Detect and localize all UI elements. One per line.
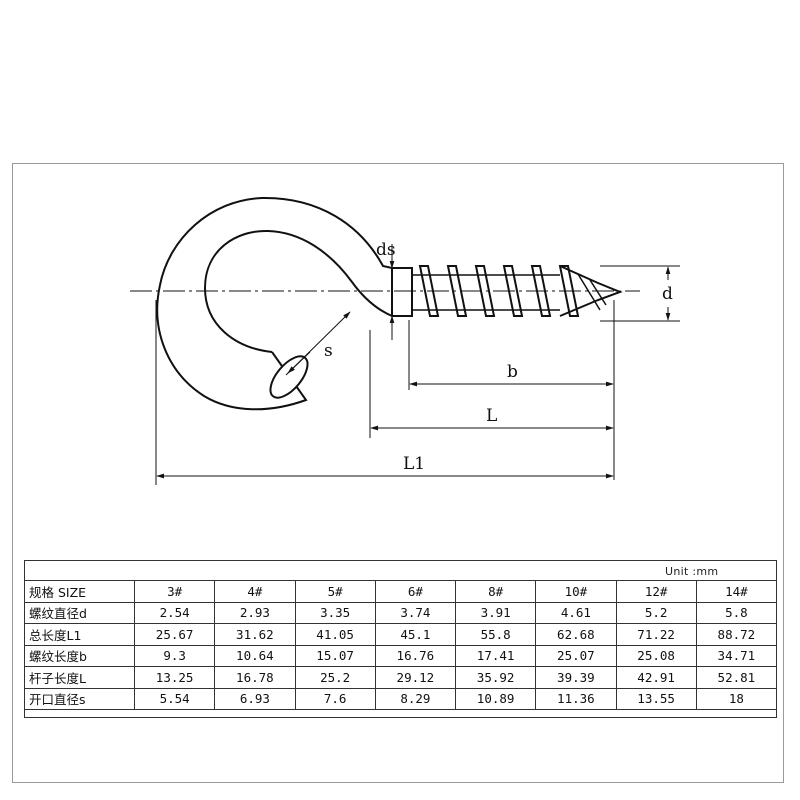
value-cell: 16.78: [214, 666, 296, 689]
value-cell: 55.8: [454, 623, 537, 646]
label-s: s: [324, 341, 333, 361]
value-cell: 10.89: [454, 687, 537, 710]
hook-cut-end: [269, 355, 309, 399]
value-cell: 2.54: [133, 601, 216, 624]
value-cell: 16.76: [374, 644, 457, 667]
value-cell: 71.22: [615, 623, 697, 646]
value-cell: 11.36: [535, 687, 617, 710]
row-label-cell: 开口直径s: [24, 687, 135, 710]
size-cell: 4#: [214, 580, 296, 603]
value-cell: 25.67: [133, 623, 216, 646]
row-label-cell: 螺纹直径d: [24, 601, 135, 624]
value-cell: 5.54: [133, 687, 216, 710]
size-cell: 8#: [454, 580, 537, 603]
label-ds: ds: [376, 240, 396, 260]
value-cell: 13.55: [615, 687, 697, 710]
row-label-cell: 总长度L1: [24, 623, 135, 646]
value-cell: 5.8: [695, 601, 778, 624]
value-cell: 45.1: [374, 623, 457, 646]
value-cell: 17.41: [454, 644, 537, 667]
value-cell: 2.93: [214, 601, 296, 624]
value-cell: 52.81: [695, 666, 778, 689]
value-cell: 39.39: [535, 666, 617, 689]
value-cell: 3.35: [294, 601, 376, 624]
dim-ds: ds: [376, 240, 396, 340]
value-cell: 25.07: [535, 644, 617, 667]
dim-d: d: [600, 265, 680, 322]
row-label-cell: 杆子长度L: [24, 666, 135, 689]
size-cell: 5#: [294, 580, 376, 603]
value-cell: 15.07: [294, 644, 376, 667]
value-cell: 35.92: [454, 666, 537, 689]
unit-label: Unit :mm: [665, 565, 719, 578]
size-header-cell: 规格 SIZE: [24, 580, 135, 603]
dim-L1: L1: [156, 454, 614, 479]
hook-inner-contour: [203, 229, 393, 353]
shank: [391, 267, 413, 317]
label-d: d: [662, 284, 673, 304]
label-L1: L1: [403, 454, 425, 474]
size-cell: 14#: [695, 580, 778, 603]
value-cell: 3.74: [374, 601, 457, 624]
value-cell: 10.64: [214, 644, 296, 667]
value-cell: 41.05: [294, 623, 376, 646]
value-cell: 8.29: [374, 687, 457, 710]
value-cell: 6.93: [214, 687, 296, 710]
value-cell: 29.12: [374, 666, 457, 689]
row-label-cell: 螺纹长度b: [24, 644, 135, 667]
value-cell: 34.71: [695, 644, 778, 667]
value-cell: 3.91: [454, 601, 537, 624]
dim-b: b: [409, 362, 614, 387]
value-cell: 4.61: [535, 601, 617, 624]
value-cell: 62.68: [535, 623, 617, 646]
value-cell: 88.72: [695, 623, 778, 646]
screw-hook-diagram: ds d s b L L1: [130, 196, 680, 485]
dim-L: L: [370, 406, 614, 431]
value-cell: 13.25: [133, 666, 216, 689]
size-cell: 12#: [615, 580, 697, 603]
size-cell: 6#: [374, 580, 457, 603]
value-cell: 18: [695, 687, 778, 710]
size-cell: 3#: [133, 580, 216, 603]
hook-outer-contour: [156, 196, 393, 411]
label-L: L: [486, 406, 497, 426]
drawing-frame: [12, 163, 784, 783]
value-cell: 42.91: [615, 666, 697, 689]
thread: [412, 265, 623, 317]
value-cell: 31.62: [214, 623, 296, 646]
value-cell: 25.08: [615, 644, 697, 667]
label-b: b: [507, 362, 518, 382]
dim-s: s: [285, 311, 351, 376]
value-cell: 9.3: [133, 644, 216, 667]
value-cell: 5.2: [615, 601, 697, 624]
value-cell: 25.2: [294, 666, 376, 689]
value-cell: 7.6: [294, 687, 376, 710]
size-cell: 10#: [535, 580, 617, 603]
